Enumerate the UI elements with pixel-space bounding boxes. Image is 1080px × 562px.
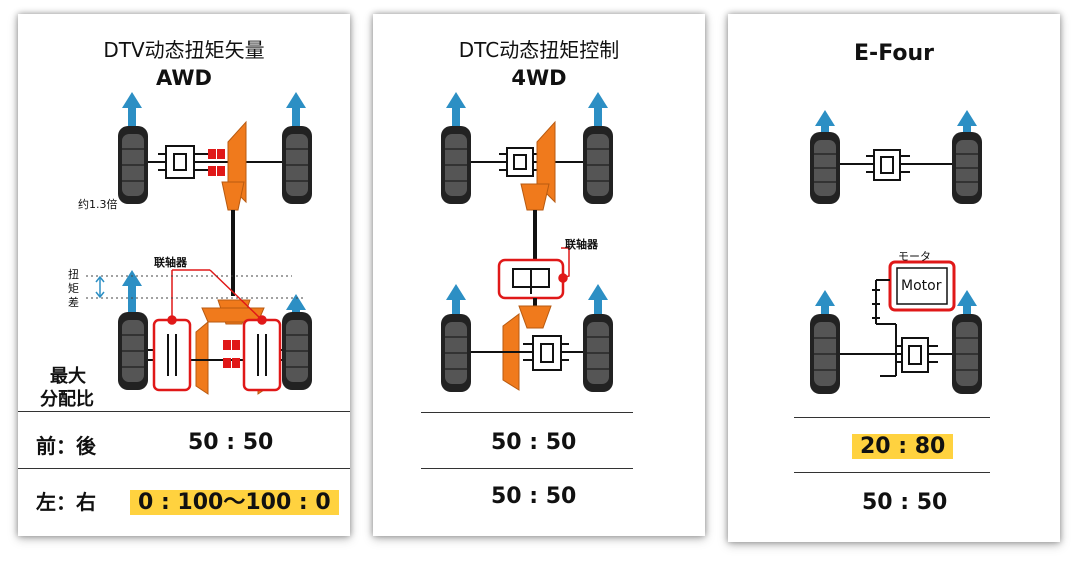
front-left-arrow-icon	[122, 92, 142, 134]
motor-jp-label: モータ	[898, 250, 931, 263]
front-left-wheel	[441, 126, 471, 204]
rear-axle	[471, 335, 583, 371]
right-coupling	[242, 318, 282, 392]
rear-right-arrow-icon	[588, 284, 608, 314]
dtc-subtitle: 4WD	[511, 66, 567, 90]
motor-label: Motor	[901, 278, 942, 294]
front-gears	[221, 120, 247, 211]
dtv-panel: DTV动态扭矩矢量 AWD	[18, 14, 350, 536]
dtc-panel: DTC动态扭矩控制 4WD	[373, 14, 705, 536]
divider	[18, 411, 350, 412]
front-rear-label: 前：後	[36, 434, 96, 458]
max-dist-label-2: 分配比	[40, 389, 94, 410]
ratio-note: 约1.3倍	[78, 198, 118, 211]
rear-right-wheel	[282, 312, 312, 390]
rear-left-wheel	[810, 314, 840, 394]
front-right-wheel	[282, 126, 312, 204]
front-right-arrow-icon	[957, 110, 977, 138]
efour-title: E-Four	[854, 41, 934, 66]
left-right-label: 左：右	[36, 490, 96, 514]
dtv-title: DTV动态扭矩矢量	[103, 38, 265, 62]
left-right-value: 50 : 50	[862, 490, 948, 515]
rear-left-arrow-icon	[446, 284, 466, 314]
rear-left-arrow-icon	[122, 270, 142, 314]
front-axle	[148, 145, 282, 179]
dtc-title: DTC动态扭矩控制	[458, 38, 620, 62]
front-axle	[840, 149, 952, 181]
coupling-box	[497, 258, 565, 300]
left-coupling	[152, 318, 192, 392]
coupling-callout-lines	[167, 269, 267, 325]
rear-left-wheel	[441, 314, 471, 392]
torque-diff-label-3: 差	[68, 296, 79, 309]
left-right-value: 50 : 50	[491, 484, 577, 509]
divider	[794, 472, 990, 473]
front-red-clutches	[208, 149, 225, 176]
front-rear-value: 20 : 80	[852, 434, 954, 459]
torque-diff-arrow-icon	[95, 275, 105, 299]
efour-panel: E-Four	[728, 14, 1060, 542]
torque-diff-label-2: 矩	[68, 282, 79, 295]
divider	[421, 468, 633, 469]
dtc-drivetrain-diagram	[441, 92, 613, 392]
front-left-wheel	[810, 132, 840, 204]
coupling-label: 联轴器	[154, 256, 187, 269]
efour-drivetrain-diagram	[810, 110, 982, 394]
dtv-subtitle: AWD	[156, 66, 212, 90]
front-left-arrow-icon	[815, 110, 835, 138]
rear-red-clutches	[223, 340, 240, 368]
left-right-value: 0 : 100～100 : 0	[130, 490, 339, 515]
coupling-callout	[558, 247, 570, 283]
front-right-arrow-icon	[286, 92, 306, 134]
front-left-wheel	[118, 126, 148, 204]
max-dist-label-1: 最大	[50, 366, 86, 387]
motor-inner-frame	[896, 267, 948, 305]
rear-left-arrow-icon	[815, 290, 835, 318]
rear-right-arrow-icon	[286, 294, 306, 316]
front-right-wheel	[952, 132, 982, 204]
torque-diff-label-1: 扭	[68, 268, 79, 281]
rear-axle	[840, 279, 952, 377]
rear-right-wheel	[952, 314, 982, 394]
front-gears	[520, 120, 556, 211]
rear-left-wheel	[118, 312, 148, 390]
front-right-arrow-icon	[588, 92, 608, 134]
coupling-label: 联轴器	[565, 238, 598, 251]
rear-right-arrow-icon	[957, 290, 977, 318]
divider	[18, 468, 350, 469]
torque-diff-markers	[86, 275, 306, 299]
rear-right-wheel	[583, 314, 613, 392]
front-rear-value: 50 : 50	[491, 430, 577, 455]
front-left-arrow-icon	[446, 92, 466, 134]
divider	[794, 417, 990, 418]
front-rear-value: 50 : 50	[188, 430, 274, 455]
front-right-wheel	[583, 126, 613, 204]
dtv-drivetrain-diagram	[86, 92, 312, 395]
front-axle	[471, 147, 583, 177]
divider	[421, 412, 633, 413]
